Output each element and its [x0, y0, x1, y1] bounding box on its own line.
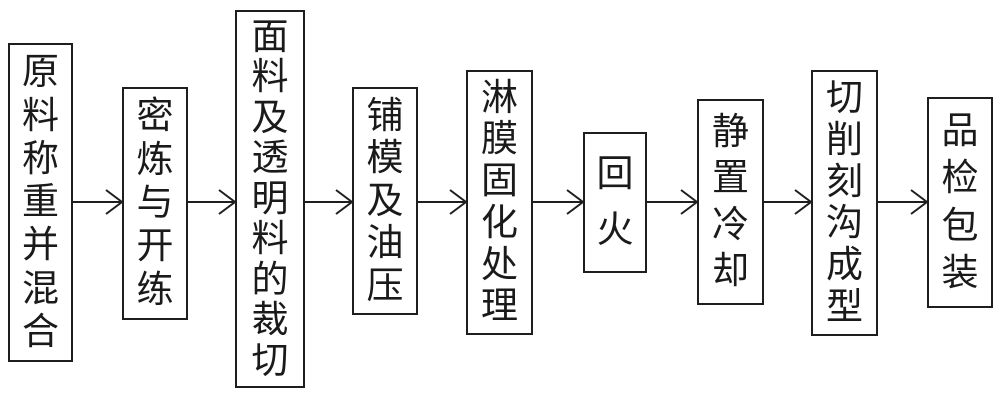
step-character: 置	[712, 158, 749, 200]
step-character: 并	[22, 225, 59, 267]
step-character: 裁	[251, 300, 289, 341]
step-character: 混	[22, 268, 59, 310]
step-character: 与	[136, 182, 174, 224]
step-character: 包	[941, 205, 979, 247]
step-character: 称	[22, 138, 59, 180]
step-character: 料	[251, 57, 289, 98]
flow-arrow	[305, 189, 354, 215]
step-character: 模	[366, 138, 404, 179]
step-character: 及	[366, 180, 404, 222]
step-character: 炼	[136, 139, 174, 181]
step-character: 练	[136, 269, 174, 311]
step-character: 刻	[826, 161, 863, 203]
step-character: 却	[712, 251, 749, 293]
step-character: 理	[481, 286, 518, 328]
step-character: 装	[941, 253, 979, 295]
step-character: 原	[22, 52, 59, 94]
step-character: 处	[481, 244, 518, 286]
step-character: 料	[251, 219, 289, 260]
step-character: 透	[251, 138, 289, 179]
process-step-box-inspection-packing: 品检包装	[927, 97, 993, 308]
step-character: 膜	[481, 119, 518, 161]
step-character: 型	[826, 287, 863, 329]
step-character: 火	[596, 210, 634, 251]
step-character: 油	[366, 223, 404, 264]
step-character: 冷	[712, 204, 749, 246]
step-character: 及	[251, 97, 289, 139]
flow-arrow	[188, 189, 237, 215]
step-character: 淋	[481, 77, 518, 119]
step-character: 的	[251, 259, 289, 301]
step-character: 料	[22, 95, 59, 137]
step-character: 铺	[366, 95, 404, 137]
step-character: 回	[596, 154, 634, 195]
flow-arrow	[877, 189, 929, 215]
step-character: 化	[481, 202, 518, 244]
process-step-box-tempering: 回火	[583, 132, 647, 273]
step-character: 密	[136, 96, 174, 138]
step-character: 静	[712, 111, 749, 153]
step-character: 切	[826, 77, 863, 119]
step-character: 明	[251, 178, 289, 220]
flow-arrow	[73, 189, 124, 215]
step-character: 压	[366, 265, 404, 307]
step-character: 削	[826, 119, 863, 161]
step-character: 固	[481, 161, 518, 203]
flow-arrow	[647, 189, 699, 215]
process-step-box-groove-forming: 切削刻沟成型	[811, 70, 878, 336]
step-character: 成	[826, 245, 863, 287]
process-step-box-material-cutting: 面料及透明料的裁切	[235, 10, 305, 388]
flow-arrow	[418, 189, 468, 215]
step-character: 品	[941, 110, 979, 152]
step-character: 沟	[826, 203, 863, 245]
step-character: 合	[22, 311, 59, 353]
process-step-box-film-curing: 淋膜固化处理	[466, 70, 533, 335]
step-character: 面	[251, 16, 289, 58]
step-character: 切	[251, 340, 289, 382]
flow-arrow	[533, 189, 585, 215]
process-step-box-kneading-milling: 密炼与开练	[122, 87, 188, 320]
flow-arrow	[764, 189, 813, 215]
process-step-box-weighing-mixing: 原料称重并混合	[8, 43, 73, 362]
process-step-box-cooling: 静置冷却	[697, 99, 764, 305]
step-character: 重	[22, 182, 59, 223]
step-character: 开	[136, 226, 174, 268]
process-step-box-mold-press: 铺模及油压	[352, 87, 418, 315]
step-character: 检	[941, 158, 979, 200]
